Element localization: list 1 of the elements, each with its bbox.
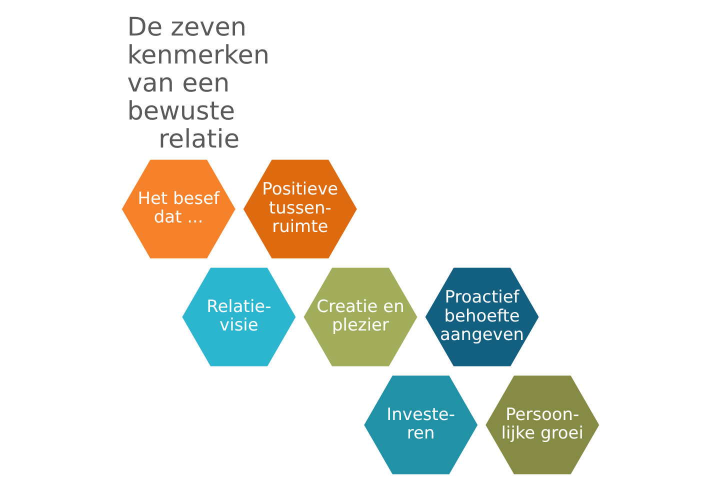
diagram-title: De zeven kenmerken van een bewuste relatie [126, 12, 270, 154]
